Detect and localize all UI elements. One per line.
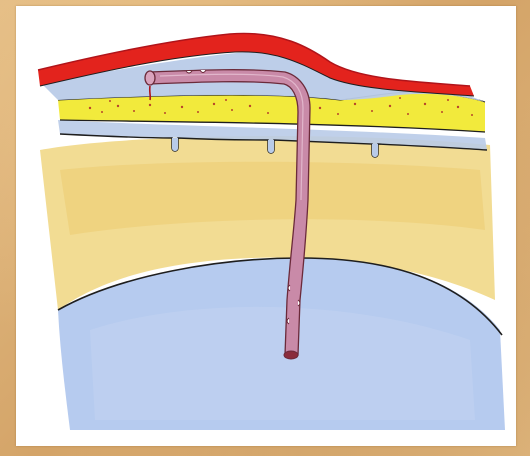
catheter-tip — [284, 351, 298, 359]
catheter-open-end — [145, 71, 155, 85]
blood-drip — [150, 86, 151, 100]
